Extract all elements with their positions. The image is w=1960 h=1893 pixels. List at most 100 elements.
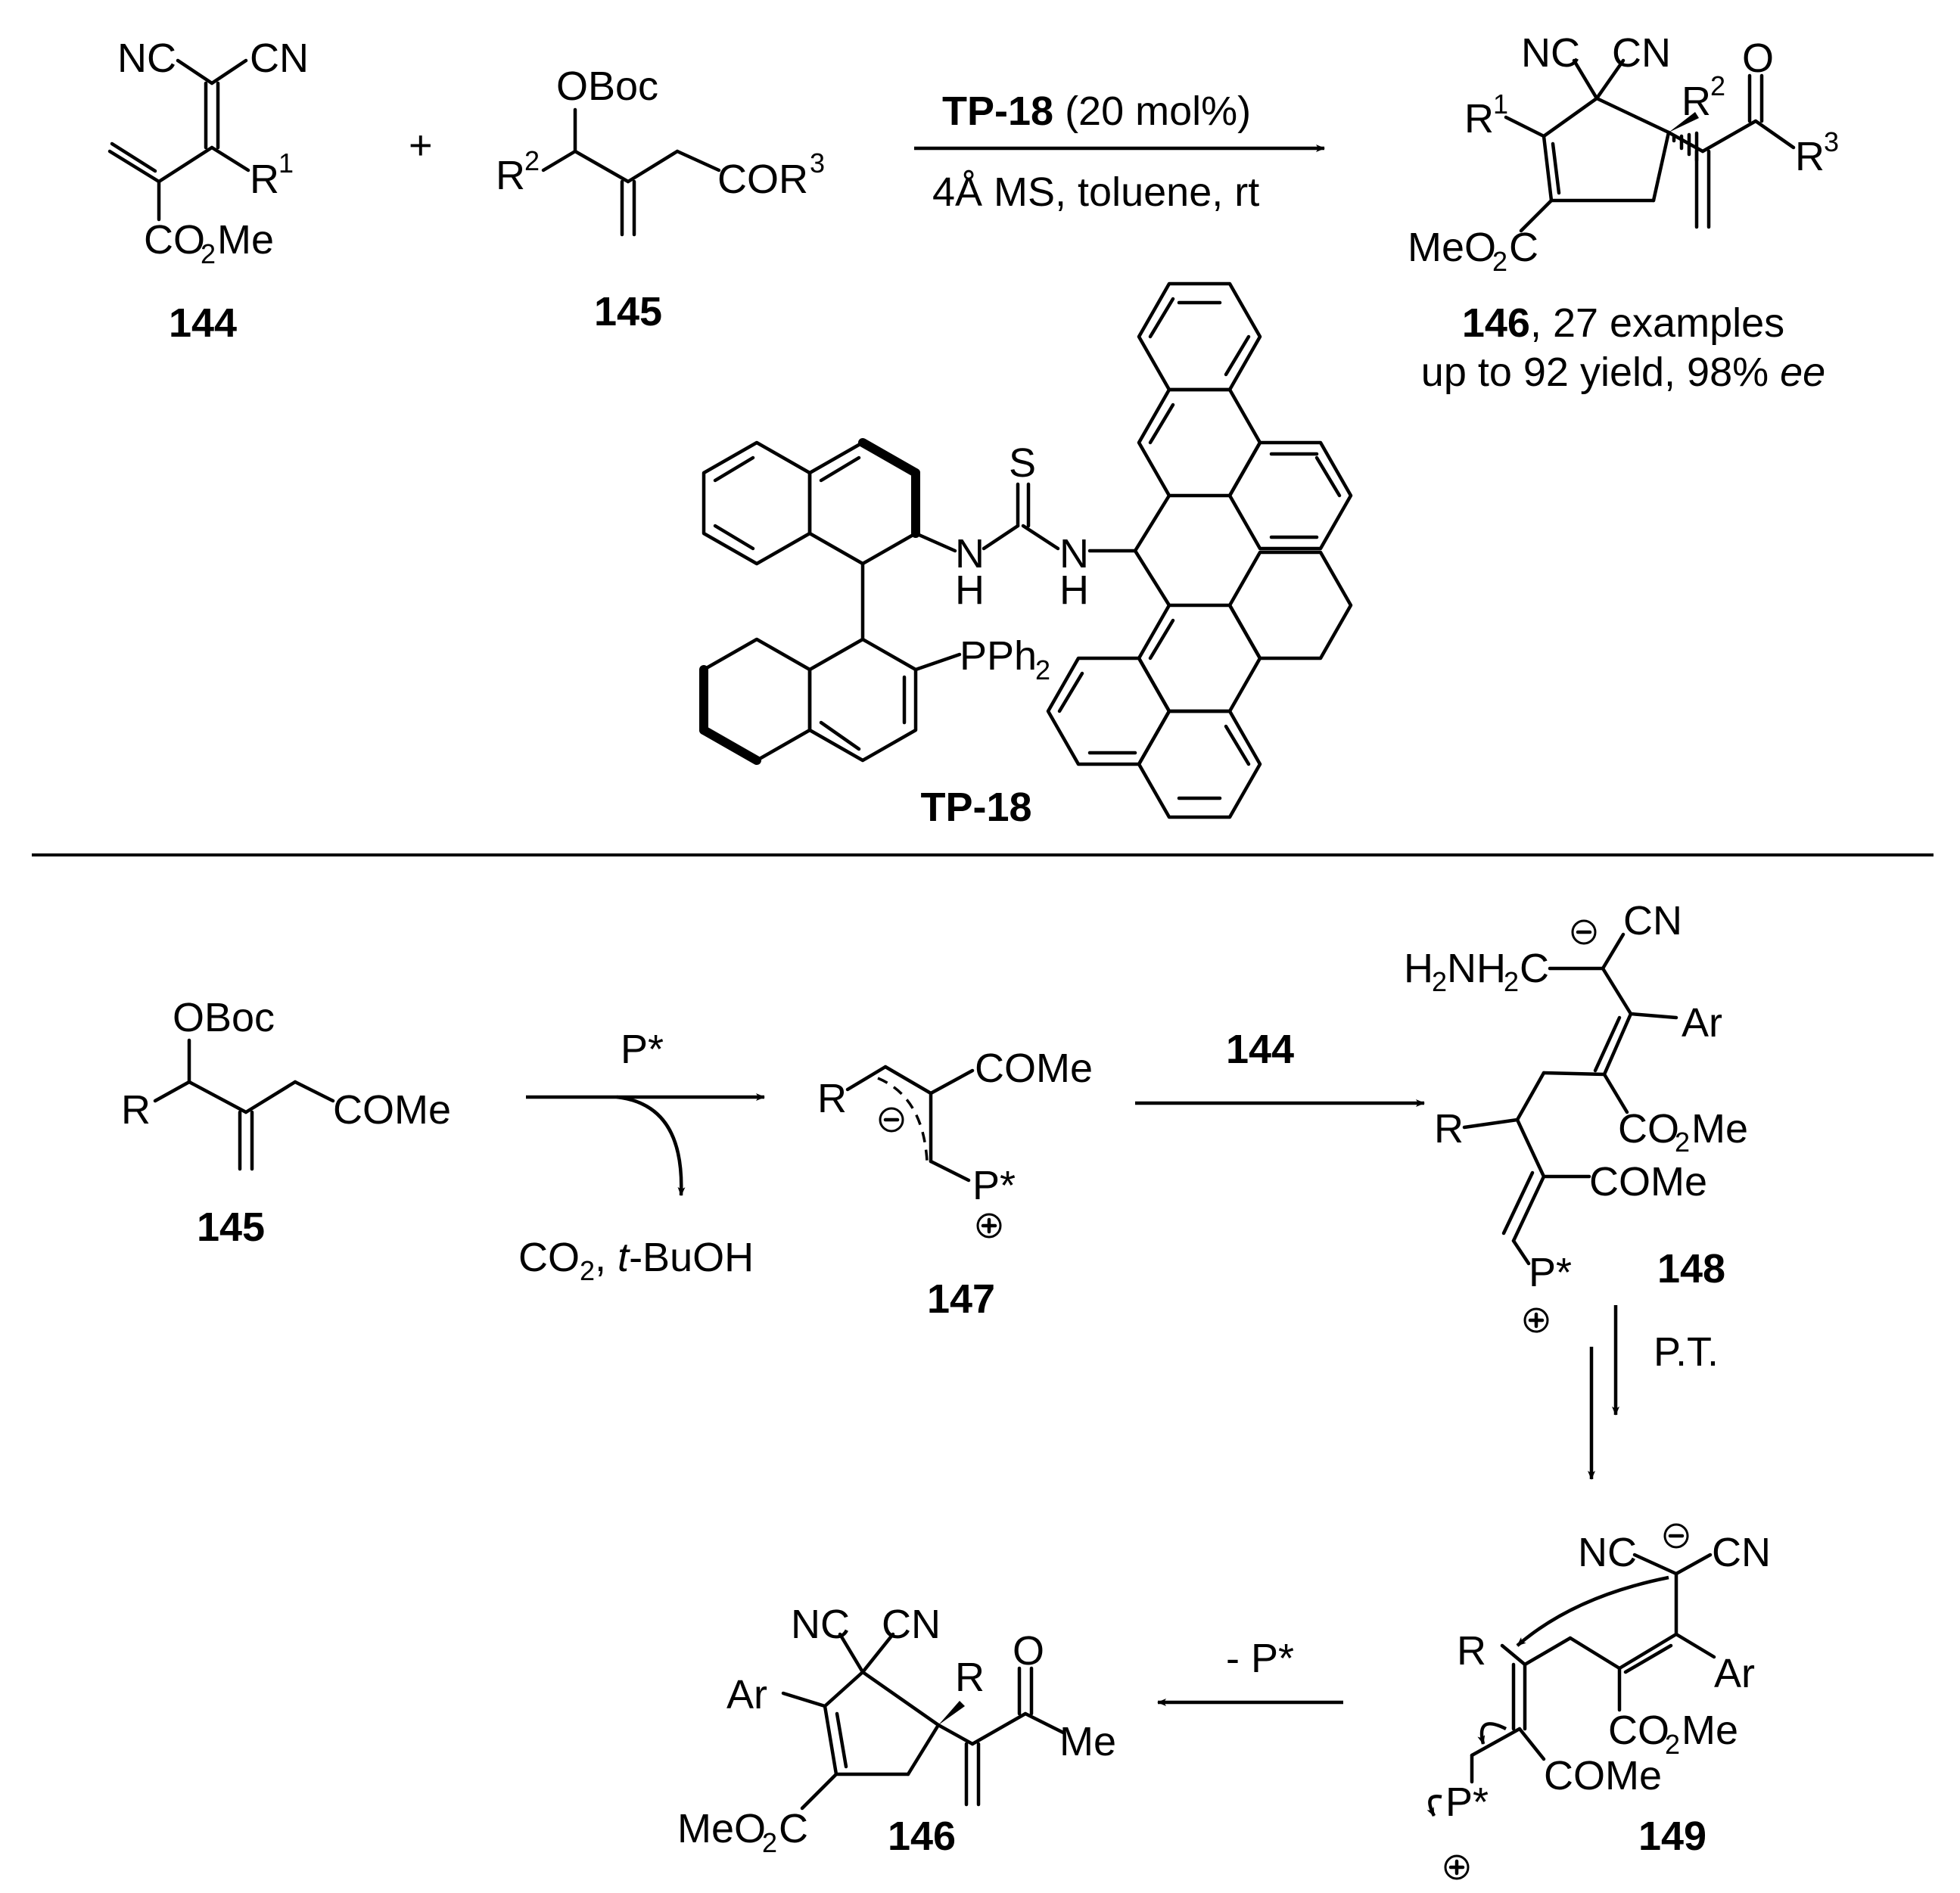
svg-text:CO: CO (144, 217, 205, 263)
label-145-top: 145 (594, 289, 662, 334)
compound-147-structure: R COMe P* (817, 1046, 1093, 1239)
catalyst-tp18-structure: PPh 2 N H S N H (699, 281, 1353, 819)
plus-sign: + (409, 123, 433, 168)
svg-text:CN: CN (250, 36, 309, 81)
svg-text:Me: Me (1059, 1719, 1116, 1764)
svg-text:Ar: Ar (1682, 1000, 1722, 1046)
svg-text:MeO: MeO (1408, 225, 1496, 270)
svg-text:NC: NC (117, 36, 176, 81)
label-148: 148 (1657, 1246, 1725, 1292)
compound-149-structure: NC CN Ar CO 2 Me R COMe P* (1426, 1523, 1771, 1880)
svg-text:2: 2 (1492, 246, 1507, 277)
svg-text:2: 2 (201, 238, 216, 269)
svg-text:S: S (1009, 440, 1036, 486)
svg-text:NC: NC (791, 1602, 850, 1647)
svg-text:R: R (1434, 1106, 1464, 1152)
svg-text:CN: CN (1712, 1530, 1771, 1575)
svg-text:R: R (1457, 1628, 1486, 1674)
svg-text:3: 3 (810, 148, 825, 179)
svg-text:CO: CO (1608, 1708, 1669, 1753)
svg-text:MeO: MeO (677, 1806, 766, 1851)
svg-text:NH: NH (1447, 946, 1506, 991)
minus-charge-icon-149 (1663, 1523, 1689, 1549)
svg-text:COMe: COMe (975, 1046, 1093, 1091)
svg-text:P*: P* (1529, 1250, 1572, 1295)
svg-text:2: 2 (1675, 1127, 1690, 1158)
compound-146-structure-top: NC CN R 1 MeO 2 C R 2 O (1408, 30, 1839, 277)
svg-text:2: 2 (1432, 966, 1447, 997)
svg-text:2: 2 (1035, 654, 1050, 685)
svg-text:2: 2 (1710, 70, 1725, 101)
svg-text:CO: CO (1618, 1106, 1679, 1152)
svg-text:NC: NC (1578, 1530, 1637, 1575)
svg-text:COMe: COMe (1544, 1753, 1662, 1798)
conditions-text: 4Å MS, toluene, rt (932, 169, 1259, 215)
svg-text:H: H (1404, 946, 1433, 991)
step4-label: - P* (1226, 1636, 1294, 1681)
svg-text:N: N (955, 531, 985, 577)
svg-text:COR: COR (717, 157, 808, 202)
catalyst-line: TP-18 (20 mol%) (942, 89, 1251, 134)
svg-text:N: N (1059, 531, 1089, 577)
compound-145-structure: OBoc R 2 COR 3 (496, 64, 825, 237)
svg-text:Me: Me (217, 217, 274, 263)
step2-reagent: 144 (1226, 1027, 1294, 1072)
svg-text:C: C (779, 1806, 808, 1851)
svg-text:2: 2 (762, 1827, 777, 1858)
svg-text:NC: NC (1521, 30, 1580, 76)
svg-text:Me: Me (1682, 1708, 1738, 1753)
svg-text:CN: CN (1612, 30, 1671, 76)
svg-text:COMe: COMe (333, 1087, 451, 1133)
step1-curved-arrow (616, 1095, 686, 1196)
plus-charge-icon (976, 1213, 1002, 1239)
svg-text:R: R (121, 1087, 151, 1133)
plus-charge-icon-148 (1523, 1307, 1549, 1333)
svg-text:Ar: Ar (726, 1672, 767, 1717)
attack-curved-arrow (1516, 1575, 1669, 1647)
label-147: 147 (927, 1276, 995, 1322)
electron-curved-arrow-2 (1426, 1795, 1442, 1817)
svg-text:P*: P* (972, 1163, 1016, 1208)
svg-text:R: R (817, 1076, 847, 1121)
compound-145-structure-mech: OBoc R COMe (121, 995, 451, 1171)
svg-text:C: C (1509, 225, 1538, 270)
svg-text:Ar: Ar (1714, 1651, 1755, 1696)
svg-text:R: R (1795, 134, 1825, 179)
svg-text:1: 1 (1493, 89, 1508, 120)
step3-label: P.T. (1654, 1329, 1719, 1375)
svg-text:CN: CN (882, 1602, 941, 1647)
svg-text:2: 2 (524, 145, 540, 176)
step1-byproduct: CO2, t-BuOH (518, 1235, 754, 1286)
svg-text:R: R (955, 1655, 985, 1700)
svg-text:R: R (1464, 96, 1494, 141)
svg-text:1: 1 (278, 148, 294, 179)
svg-text:COMe: COMe (1589, 1159, 1707, 1204)
svg-text:O: O (1013, 1628, 1044, 1674)
svg-text:R: R (250, 157, 279, 202)
svg-text:H: H (955, 567, 985, 613)
svg-text:C: C (1520, 946, 1549, 991)
minus-charge-icon-148 (1571, 919, 1597, 945)
label-144-top: 144 (169, 300, 237, 346)
svg-text:2: 2 (1504, 966, 1519, 997)
svg-text:P*: P* (1445, 1780, 1489, 1825)
product-yield-ee: up to 92 yield, 98% ee (1421, 350, 1825, 395)
svg-text:R: R (1682, 79, 1711, 124)
step1-reagent: P* (621, 1027, 664, 1072)
product-146-summary: 146, 27 examples (1462, 300, 1784, 346)
compound-148-structure: H 2 NH 2 C CN Ar CO 2 Me R COMe P* (1404, 898, 1748, 1333)
svg-text:3: 3 (1824, 126, 1839, 157)
svg-text:R: R (496, 153, 525, 198)
minus-charge-icon (879, 1107, 904, 1133)
label-tp18: TP-18 (920, 785, 1031, 830)
svg-text:H: H (1059, 567, 1089, 613)
plus-charge-icon-149 (1444, 1854, 1470, 1880)
compound-144-structure: NC CN R 1 CO 2 Me (107, 36, 309, 269)
svg-text:PPh: PPh (960, 633, 1037, 679)
label-145-mech: 145 (197, 1204, 265, 1250)
svg-text:Me: Me (1691, 1106, 1748, 1152)
svg-text:2: 2 (1665, 1729, 1680, 1760)
compound-146-structure-mech: NC CN Ar MeO 2 C R O Me (677, 1602, 1116, 1858)
label-149: 149 (1638, 1814, 1706, 1859)
